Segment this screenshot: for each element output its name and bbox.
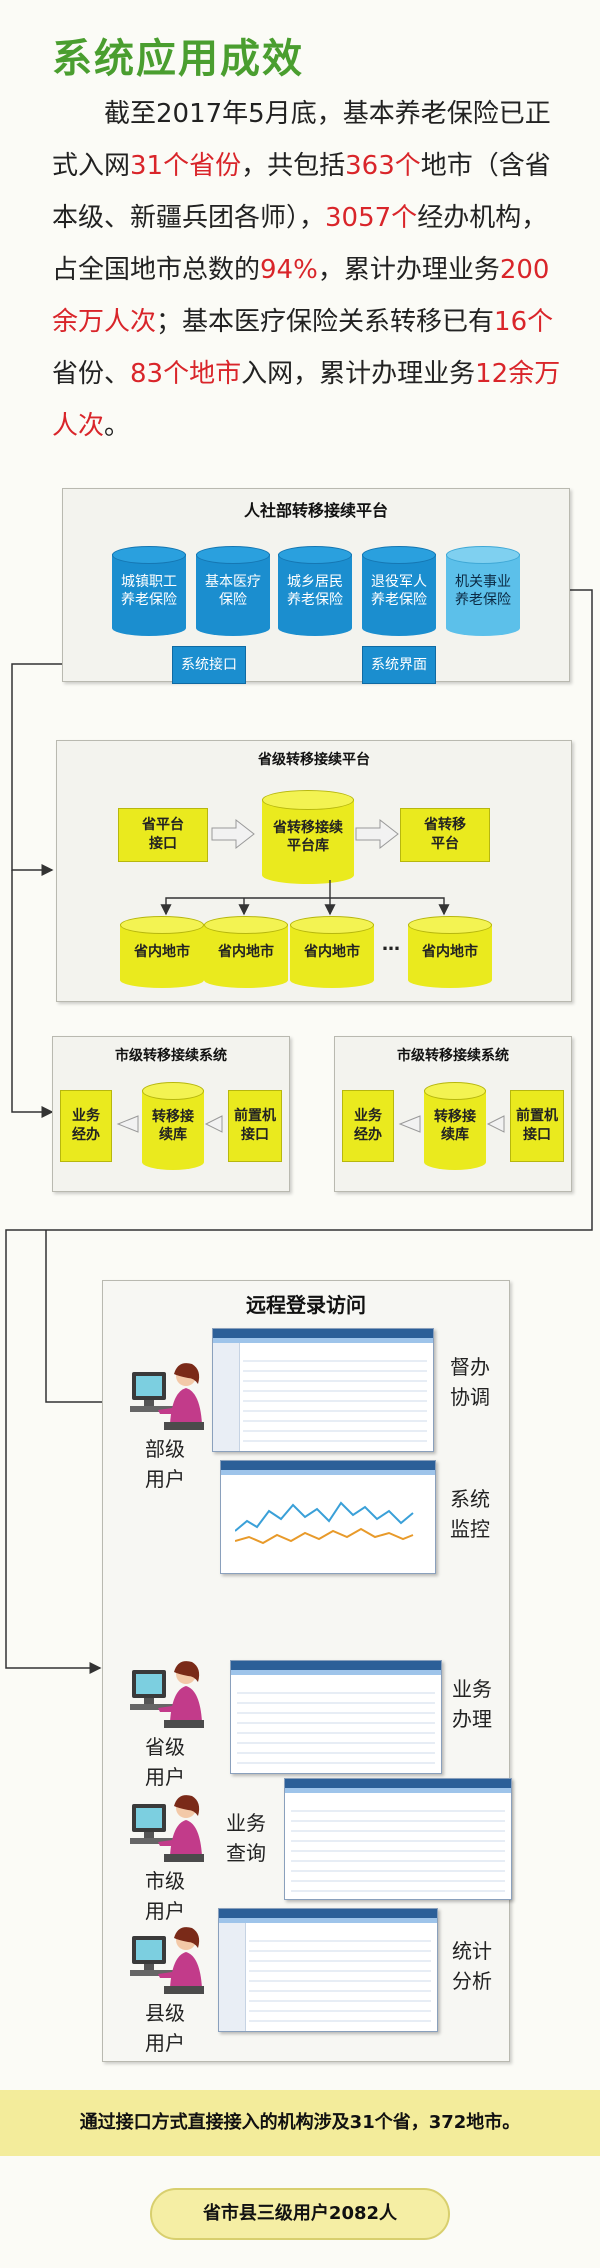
user-at-computer-icon: [128, 1360, 206, 1436]
user-at-computer-icon: [128, 1792, 206, 1868]
function-label: 系统监控: [450, 1487, 490, 1541]
user-level-label: 县级用户: [145, 2001, 185, 2055]
business-handling-box: 业务经办: [342, 1090, 394, 1162]
monitor-screenshot: [220, 1460, 436, 1574]
provincial-interface-box: 省平台接口: [118, 808, 208, 862]
remote-access-title: 远程登录访问: [246, 1293, 366, 1317]
insurance-database-label: 机关事业养老保险: [455, 574, 511, 608]
user-at-computer-icon: [128, 1658, 206, 1734]
function-label: 统计分析: [452, 1939, 492, 1993]
intro-text: ，共包括: [241, 151, 346, 181]
section-title: 系统应用成效: [52, 36, 304, 82]
monitor-chart: [235, 1501, 414, 1545]
city-flow-arrows: [398, 1115, 505, 1133]
intro-text: 。: [104, 411, 131, 441]
user-level-label: 部级用户: [145, 1437, 185, 1491]
provincial-platform-title: 省级转移接续平台: [258, 752, 370, 768]
provincial-city-db: 省内地市: [408, 916, 492, 988]
supervise-screenshot: [212, 1328, 434, 1452]
highlight-stat: 31个省份: [130, 151, 242, 181]
insurance-database: 城乡居民养老保险: [278, 546, 352, 636]
user-at-computer-icon: [128, 1924, 206, 2000]
intro-text: 省份、: [52, 359, 131, 389]
insurance-database: 基本医疗保险: [196, 546, 270, 636]
user-level-label: 市级用户: [145, 1869, 185, 1923]
provincial-transfer-platform-box: 省转移平台: [400, 808, 490, 862]
highlight-stat: 94%: [260, 255, 318, 285]
function-label: 业务查询: [226, 1811, 266, 1865]
city-transfer-db: 转移接续库: [424, 1082, 486, 1170]
insurance-database: 退役军人养老保险: [362, 546, 436, 636]
intro-text: 截至2017年5月底，基本养老保险已正式入网: [52, 99, 551, 181]
front-end-interface-box: 前置机接口: [510, 1090, 564, 1162]
interface-summary-banner: 通过接口方式直接接入的机构涉及31个省，372地市。: [0, 2090, 600, 2156]
intro-text: 地市（含省本级、新疆兵团各师），: [52, 151, 551, 233]
insurance-database: 城镇职工养老保险: [112, 546, 186, 636]
front-end-interface-box: 前置机接口: [228, 1090, 282, 1162]
highlight-stat: 12余万人次: [52, 359, 561, 441]
business-handling-box: 业务经办: [60, 1090, 112, 1162]
highlight-stat: 83个地市: [130, 359, 242, 389]
highlight-stat: 16个: [494, 307, 554, 337]
highlight-stat: 3057个: [325, 203, 418, 233]
city-transfer-db: 转移接续库: [142, 1082, 204, 1170]
insurance-database-label: 基本医疗保险: [205, 574, 261, 608]
intro-text: ，累计办理业务: [317, 255, 500, 285]
business-screenshot: [230, 1660, 442, 1774]
user-level-label: 省级用户: [145, 1735, 185, 1789]
provincial-city-db-label: 省内地市: [304, 944, 360, 960]
provincial-city-db-label: 省内地市: [218, 944, 274, 960]
insurance-database-label: 城镇职工养老保险: [121, 574, 177, 608]
query-screenshot: [284, 1778, 512, 1900]
intro-text: ；基本医疗保险关系转移已有: [156, 307, 495, 337]
provincial-city-db: 省内地市: [120, 916, 204, 988]
insurance-database-label: 退役军人养老保险: [371, 574, 427, 608]
provincial-arrows: [160, 818, 450, 916]
insurance-database: 机关事业养老保险: [446, 546, 520, 636]
city-system-title: 市级转移接续系统: [397, 1048, 509, 1064]
intro-paragraph: 截至2017年5月底，基本养老保险已正式入网31个省份，共包括363个地市（含省…: [52, 88, 572, 452]
more-cities-ellipsis: …: [382, 934, 400, 955]
intro-text: 经办机构，占全国地市总数的: [52, 203, 548, 285]
function-label: 业务办理: [452, 1677, 492, 1731]
provincial-transfer-db-label: 省转移接续平台库: [273, 820, 343, 854]
provincial-city-db-label: 省内地市: [422, 944, 478, 960]
city-system-title: 市级转移接续系统: [115, 1048, 227, 1064]
provincial-city-db: 省内地市: [204, 916, 288, 988]
system-ui-box: 系统界面: [362, 646, 436, 684]
city-transfer-db-label: 转移接续库: [434, 1109, 476, 1143]
statistics-screenshot: [218, 1908, 438, 2032]
system-interface-box: 系统接口: [172, 646, 246, 684]
ministry-platform-title: 人社部转移接续平台: [243, 501, 388, 520]
highlight-stat: 363个: [345, 151, 421, 181]
function-label: 督办协调: [450, 1355, 490, 1409]
provincial-city-db-label: 省内地市: [134, 944, 190, 960]
city-flow-arrows: [116, 1115, 223, 1133]
intro-text: 入网，累计办理业务: [241, 359, 476, 389]
provincial-transfer-db: 省转移接续平台库: [262, 790, 354, 884]
provincial-city-db: 省内地市: [290, 916, 374, 988]
insurance-database-label: 城乡居民养老保险: [287, 574, 343, 608]
highlight-stat: 200余万人次: [52, 255, 550, 337]
city-transfer-db-label: 转移接续库: [152, 1109, 194, 1143]
users-count-pill: 省市县三级用户2082人: [150, 2188, 450, 2240]
